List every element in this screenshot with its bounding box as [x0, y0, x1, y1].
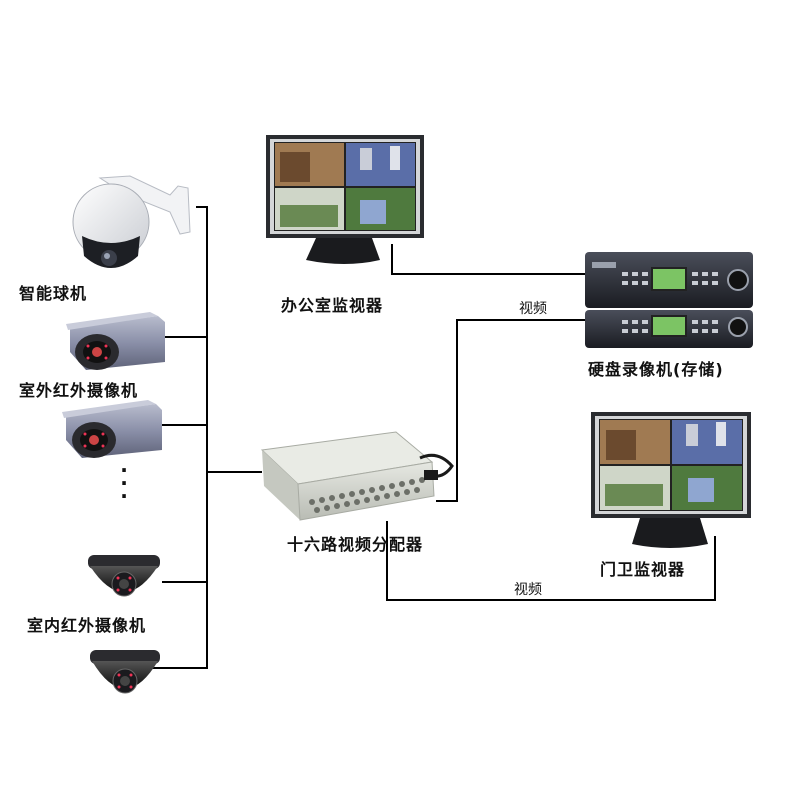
connection-lines — [150, 206, 716, 669]
smart-dome-camera-label: 智能球机 — [19, 284, 88, 303]
ellipsis-more-cameras: · · · — [120, 458, 128, 508]
outdoor-ir-camera-icon — [66, 312, 165, 370]
distributor-to-gate-video-line — [386, 521, 716, 601]
camera-bus-line — [150, 206, 208, 669]
office-monitor-label: 办公室监视器 — [281, 296, 384, 315]
video-link-label-top: 视频 — [519, 301, 547, 317]
outdoor-ir-camera-label: 室外红外摄像机 — [19, 381, 139, 400]
outdoor-ir-camera-2-icon — [62, 400, 162, 458]
video-distributor-label: 十六路视频分配器 — [287, 535, 424, 554]
video-distributor-icon — [260, 431, 454, 521]
indoor-ir-camera-icon — [88, 555, 160, 597]
dvr-label: 硬盘录像机(存储) — [588, 360, 724, 379]
smart-dome-camera-icon — [72, 175, 191, 268]
indoor-ir-camera-label: 室内红外摄像机 — [27, 616, 147, 635]
dvr-icon — [585, 252, 753, 348]
gate-monitor-icon — [591, 412, 751, 548]
video-link-label-bottom: 视频 — [514, 582, 542, 598]
gate-monitor-label: 门卫监视器 — [600, 560, 686, 579]
office-monitor-icon — [266, 135, 424, 264]
office-monitor-to-dvr-line — [391, 244, 586, 275]
indoor-ir-camera-2-icon — [90, 650, 160, 694]
distributor-to-dvr-video-line — [436, 319, 586, 502]
